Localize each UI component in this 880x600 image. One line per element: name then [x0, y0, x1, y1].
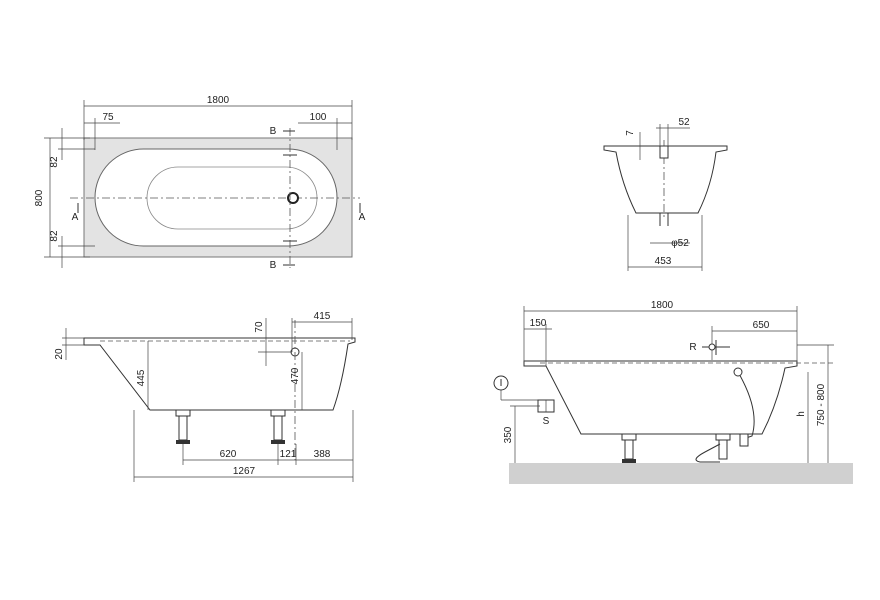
dim-length: 1800 [207, 95, 230, 106]
drain-symbol [287, 192, 299, 204]
leg-installed-left [621, 433, 637, 463]
installation-view: 1800 150 650 R I S 350 h 750 - 800 [493, 300, 853, 484]
dim-width: 800 [34, 189, 45, 206]
tub-side-profile [83, 337, 356, 411]
dim-overflow-offset: 650 [753, 320, 770, 331]
section-b-top: B [270, 126, 277, 137]
dim-bottom-width: 453 [655, 256, 672, 267]
dim-drain-top: 70 [254, 321, 265, 333]
dim-drain-height: 470 [290, 367, 301, 384]
dim-rim-height: 7 [625, 130, 636, 136]
waste-pipe [737, 371, 755, 441]
section-b-bottom: B [270, 260, 277, 271]
label-height: h [796, 411, 807, 417]
dim-leg-offset: 121 [280, 449, 297, 460]
dim-drain-end: 415 [314, 311, 331, 322]
dim-drain-offset: 52 [678, 117, 690, 128]
dim-supply-height: 350 [503, 426, 514, 443]
dim-leg-total: 1267 [233, 466, 256, 477]
dim-margin-bottom: 82 [49, 230, 60, 242]
dim-leg-spacing: 620 [220, 449, 237, 460]
leg-right [270, 409, 286, 444]
top-view: 1800 75 100 800 82 82 A A B B [34, 95, 366, 271]
dim-offset-left: 75 [102, 112, 114, 123]
dim-leg-end: 388 [314, 449, 331, 460]
dim-rim-thickness: 20 [54, 348, 65, 360]
tub-installed-profile [523, 360, 798, 435]
dim-rim-offset: 150 [530, 318, 547, 329]
dim-height-range: 750 - 800 [816, 383, 827, 426]
label-overflow: R [689, 342, 696, 353]
label-marker: I [500, 378, 503, 389]
section-a-left: A [72, 212, 79, 223]
dim-depth: 445 [136, 369, 147, 386]
label-supply: S [543, 416, 550, 427]
dim-drain-diameter: φ52 [671, 238, 689, 249]
tub-cross-section [603, 145, 728, 214]
dim-install-length: 1800 [651, 300, 674, 311]
dim-margin-top: 82 [49, 156, 60, 168]
section-a-right: A [359, 212, 366, 223]
leg-installed-right [715, 433, 731, 460]
section-b-view: 7 52 φ52 453 [603, 117, 728, 271]
leg-left [175, 409, 191, 444]
side-view: 20 445 70 470 415 620 121 388 1267 [54, 311, 356, 482]
dim-offset-right: 100 [310, 112, 327, 123]
floor [509, 463, 853, 484]
